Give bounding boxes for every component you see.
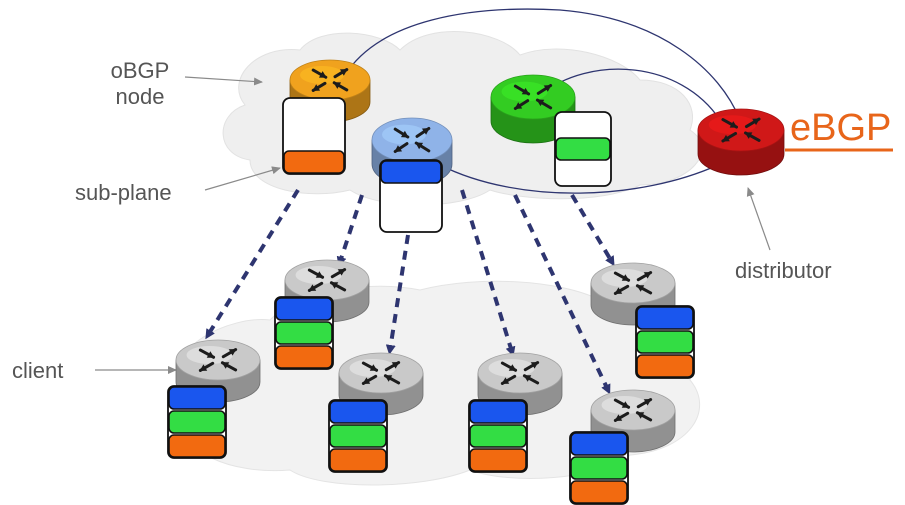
route-slot-blue <box>329 400 387 424</box>
route-table-client-4 <box>468 399 528 473</box>
sub-plane-label: sub-plane <box>75 180 172 205</box>
arrow-to-client-3 <box>385 234 410 355</box>
router-distributor <box>697 108 785 176</box>
route-slot-blue <box>168 386 226 410</box>
route-slot-green <box>469 424 527 448</box>
route-table-client-1 <box>167 385 227 459</box>
router-icon <box>500 361 540 385</box>
route-slot-blue <box>469 400 527 424</box>
route-table-green <box>554 111 612 187</box>
route-slot-blue <box>380 160 442 184</box>
router-client-5 <box>590 262 676 326</box>
label-pointers <box>95 76 771 374</box>
arrow-to-client-1 <box>205 188 300 340</box>
obgp-node-label-line2: node <box>116 84 165 109</box>
route-slot-orange <box>469 448 527 472</box>
router-icon <box>613 398 653 422</box>
obgp-node-label-line1: oBGP <box>111 58 170 83</box>
route-table-client-3 <box>328 399 388 473</box>
route-slot-orange <box>168 434 226 458</box>
arrow-to-client-6 <box>513 194 611 395</box>
route-table-client-2 <box>274 296 334 370</box>
route-slot-orange <box>570 480 628 504</box>
router-icon <box>307 268 347 292</box>
router-icon <box>513 84 553 110</box>
router-green <box>490 74 576 144</box>
route-slot-green <box>636 330 694 354</box>
route-slot-blue <box>636 306 694 330</box>
router-icon <box>198 348 238 372</box>
distribution-arrows <box>205 188 615 395</box>
distributor-label: distributor <box>735 258 832 283</box>
router-icon <box>613 271 653 295</box>
route-slot-green <box>570 456 628 480</box>
route-slot-orange <box>283 150 345 174</box>
ebgp-label: eBGP <box>790 107 891 149</box>
route-slot-green <box>168 410 226 434</box>
arrow-to-client-5 <box>570 193 615 267</box>
route-slot-green <box>555 137 611 161</box>
route-slot-orange <box>275 345 333 369</box>
route-slot-orange <box>636 354 694 378</box>
route-slot-blue <box>275 297 333 321</box>
arrow-to-client-2 <box>336 194 364 267</box>
link-orange-distributor <box>344 8 741 121</box>
router-icon <box>393 127 431 153</box>
router-icon <box>361 361 401 385</box>
route-slot-green <box>275 321 333 345</box>
client-label: client <box>12 358 63 383</box>
route-table-blue <box>379 159 443 233</box>
route-slot-orange <box>329 448 387 472</box>
routers-layer <box>167 59 785 505</box>
route-table-client-6 <box>569 431 629 505</box>
arrow-to-client-4 <box>460 189 516 357</box>
route-table-client-5 <box>635 305 695 379</box>
route-slot-blue <box>570 432 628 456</box>
route-table-orange <box>282 97 346 175</box>
router-icon <box>721 117 761 143</box>
link-blue-distributor <box>439 164 719 194</box>
router-icon <box>311 68 349 92</box>
route-slot-green <box>329 424 387 448</box>
